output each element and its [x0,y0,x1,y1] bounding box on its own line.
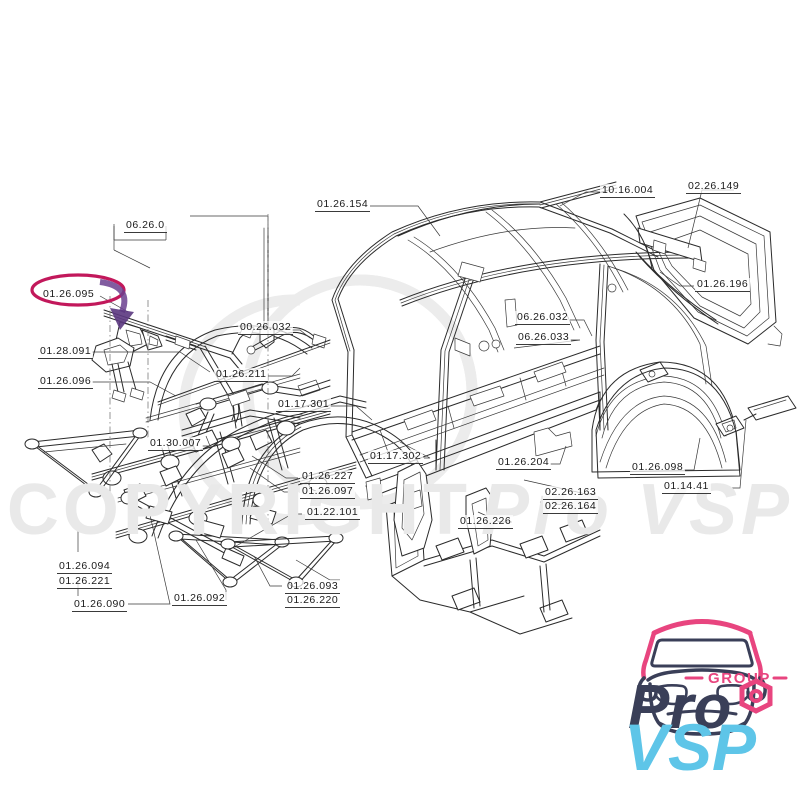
part-label-text: 00.26.032 [240,321,292,333]
part-label-text: 01.26.096 [40,375,92,387]
part-label-text: 01.22.101 [307,506,359,518]
part-label-text: 01.26.211 [216,368,267,380]
suspension-arms [24,427,344,588]
part-label-text: 01.26.095 [43,288,95,300]
part-label-01-30-007[interactable]: 01.30.007 [148,437,204,451]
part-label-01-22-101[interactable]: 01.22.101 [305,506,361,520]
part-label-text: 10.16.004 [602,184,654,196]
inner-wing-panel [393,461,495,557]
part-label-text: 01.26.221 [59,575,111,587]
part-label-00-26-032[interactable]: 00.26.032 [238,321,294,335]
part-label-text: 01.26.227 [302,470,354,482]
part-label-text: 02.26.164 [545,500,597,512]
part-label-01-26-093[interactable]: 01.26.093 [285,580,341,594]
part-label-text: 01.26.220 [287,594,339,606]
part-label-text: 01.26.093 [287,580,339,592]
part-label-text: 01.26.226 [460,515,512,527]
part-label-01-26-196[interactable]: 01.26.196 [695,278,751,292]
part-label-text: 06.26.032 [517,311,569,323]
highlight-arrow [99,279,128,314]
provsp-logo[interactable]: GROUP Pro VSP [606,588,798,774]
highlight-arrow-head [110,308,134,330]
part-label-text: 01.26.094 [59,560,111,572]
part-label-text: 01.17.302 [370,450,422,462]
part-label-01-26-098[interactable]: 01.26.098 [630,461,686,475]
part-label-01-26-227[interactable]: 01.26.227 [300,470,356,484]
part-label-01-26-220[interactable]: 01.26.220 [285,594,341,608]
part-label-06-26-033[interactable]: 06.26.033 [516,331,572,345]
part-label-06-26-0xx[interactable]: 06.26.0 [124,219,167,233]
part-label-text: 01.26.196 [697,278,749,290]
part-label-01-26-095[interactable]: 01.26.095 [41,284,96,302]
part-label-01-26-094[interactable]: 01.26.094 [57,560,113,574]
logo-hex-nut-icon [739,678,773,714]
part-label-text: 01.14.41 [664,480,709,492]
part-label-text: 06.26.0 [126,219,165,231]
part-label-text: 01.28.091 [40,345,92,357]
part-label-text: 01.26.098 [632,461,684,473]
part-label-text: 01.17.301 [278,398,330,410]
rear-crossmember-assembly [385,491,601,635]
part-label-01-26-096[interactable]: 01.26.096 [38,375,94,389]
highlighted-part-marker [30,273,134,330]
part-label-02-26-163[interactable]: 02.26.163 [543,486,599,500]
part-label-text: 01.26.092 [174,592,226,604]
part-label-01-26-154[interactable]: 01.26.154 [315,198,371,212]
part-label-01-14-41[interactable]: 01.14.41 [662,480,711,494]
part-label-06-26-032[interactable]: 06.26.032 [515,311,571,325]
logo-vsp-text: VSP [624,710,757,774]
part-label-01-17-302[interactable]: 01.17.302 [368,450,424,464]
part-label-01-26-204[interactable]: 01.26.204 [496,456,552,470]
part-label-10-16-004[interactable]: 10.16.004 [600,184,656,198]
part-label-text: 01.26.204 [498,456,550,468]
part-label-text: 01.26.154 [317,198,369,210]
part-label-01-26-226[interactable]: 01.26.226 [458,515,514,529]
part-label-02-26-164[interactable]: 02.26.164 [543,500,599,514]
part-label-text: 01.26.097 [302,485,354,497]
part-label-01-28-091[interactable]: 01.28.091 [38,345,94,359]
part-label-01-26-221[interactable]: 01.26.221 [57,575,113,589]
part-label-01-26-211[interactable]: 01.26.211 [214,368,269,382]
part-label-text: 06.26.033 [518,331,570,343]
part-label-text: 01.30.007 [150,437,202,449]
part-label-text: 01.26.090 [74,598,126,610]
part-label-01-17-301[interactable]: 01.17.301 [276,398,332,412]
part-label-02-26-149[interactable]: 02.26.149 [686,180,742,194]
part-label-text: 02.26.163 [545,486,597,498]
body-shell-frame [149,201,741,525]
part-label-01-26-097[interactable]: 01.26.097 [300,485,356,499]
right-side-detail-parts [595,361,797,479]
logo-car-icon [637,619,767,736]
part-label-01-26-092[interactable]: 01.26.092 [172,592,228,606]
logo-pro-text: Pro [628,673,731,742]
part-label-01-26-090[interactable]: 01.26.090 [72,598,128,612]
part-label-text: 02.26.149 [688,180,740,192]
